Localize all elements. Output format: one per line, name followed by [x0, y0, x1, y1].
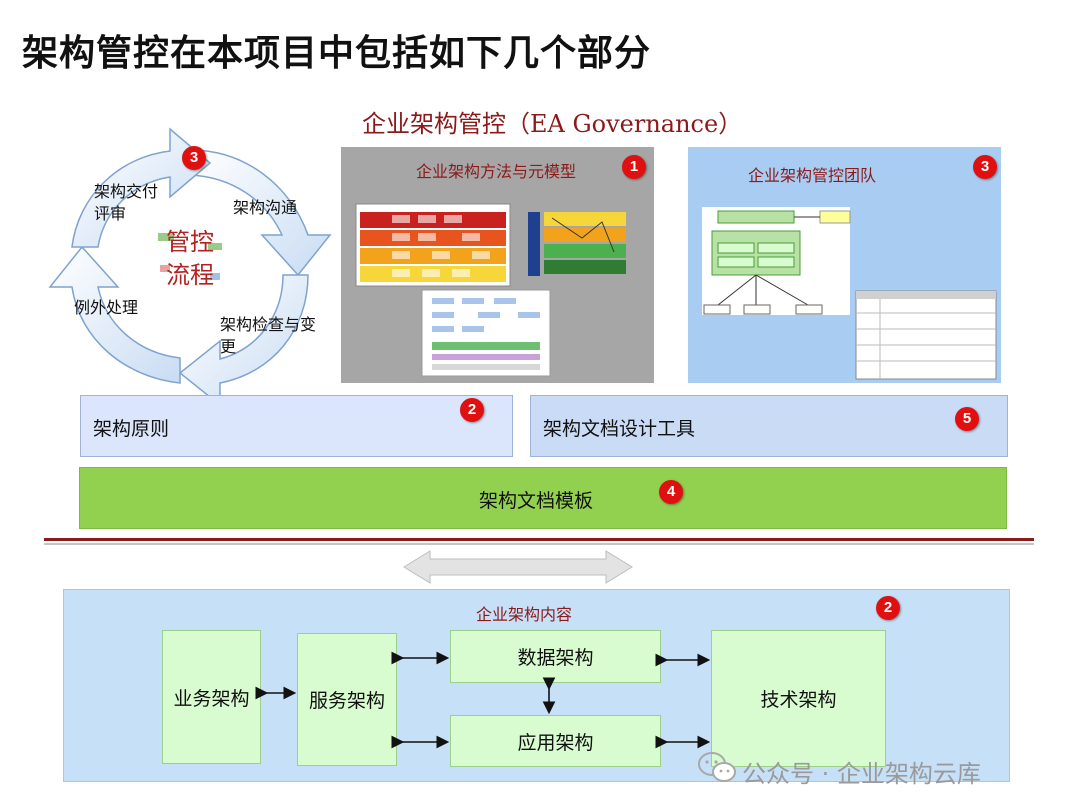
- tools-bar: [530, 395, 1008, 457]
- technology-architecture-box: 技术架构: [711, 630, 886, 767]
- tools-label: 架构文档设计工具: [543, 418, 696, 440]
- cycle-center-line1: 管控: [166, 228, 214, 256]
- watermark-text: 公众号 · 企业架构云库: [742, 760, 981, 788]
- team-panel-title: 企业架构管控团队: [748, 166, 877, 185]
- cycle-step-exception: 例外处理: [74, 298, 139, 317]
- templates-badge: 4: [659, 480, 683, 504]
- cycle-badge: 3: [182, 146, 206, 170]
- service-architecture-box: 服务架构: [297, 633, 397, 766]
- section-divider: [44, 538, 1034, 541]
- cycle-step-delivery-review: 架构交付评审: [94, 182, 159, 223]
- principles-bar: [80, 395, 513, 457]
- page-title: 架构管控在本项目中包括如下几个部分: [22, 33, 652, 74]
- governance-cycle-diagram: 管控 流程: [48, 127, 332, 405]
- cycle-step-communication: 架构沟通: [233, 198, 298, 217]
- method-panel-badge: 1: [622, 155, 646, 179]
- templates-label: 架构文档模板: [479, 490, 594, 512]
- method-panel-title: 企业架构方法与元模型: [416, 162, 577, 181]
- wechat-icon: [698, 752, 736, 782]
- cycle-step-check-change: 架构检查与变更: [220, 315, 317, 356]
- application-architecture-box: 应用架构: [450, 715, 661, 767]
- business-architecture-box: 业务架构: [162, 630, 261, 764]
- section-divider-shadow: [44, 543, 1034, 545]
- templates-bar: [79, 467, 1007, 529]
- tools-badge: 5: [955, 407, 979, 431]
- data-architecture-box: 数据架构: [450, 630, 661, 683]
- cycle-center-line2: 流程: [166, 261, 214, 289]
- double-arrow-icon: [403, 550, 633, 584]
- ea-content-badge: 2: [876, 596, 900, 620]
- principles-label: 架构原则: [93, 418, 170, 440]
- ea-content-title: 企业架构内容: [476, 605, 573, 624]
- metamodel-thumbnail: [355, 203, 626, 377]
- governance-subtitle: 企业架构管控（EA Governance）: [362, 110, 743, 138]
- org-chart-thumbnail: [702, 207, 997, 380]
- team-panel-badge: 3: [973, 155, 997, 179]
- principles-badge: 2: [460, 398, 484, 422]
